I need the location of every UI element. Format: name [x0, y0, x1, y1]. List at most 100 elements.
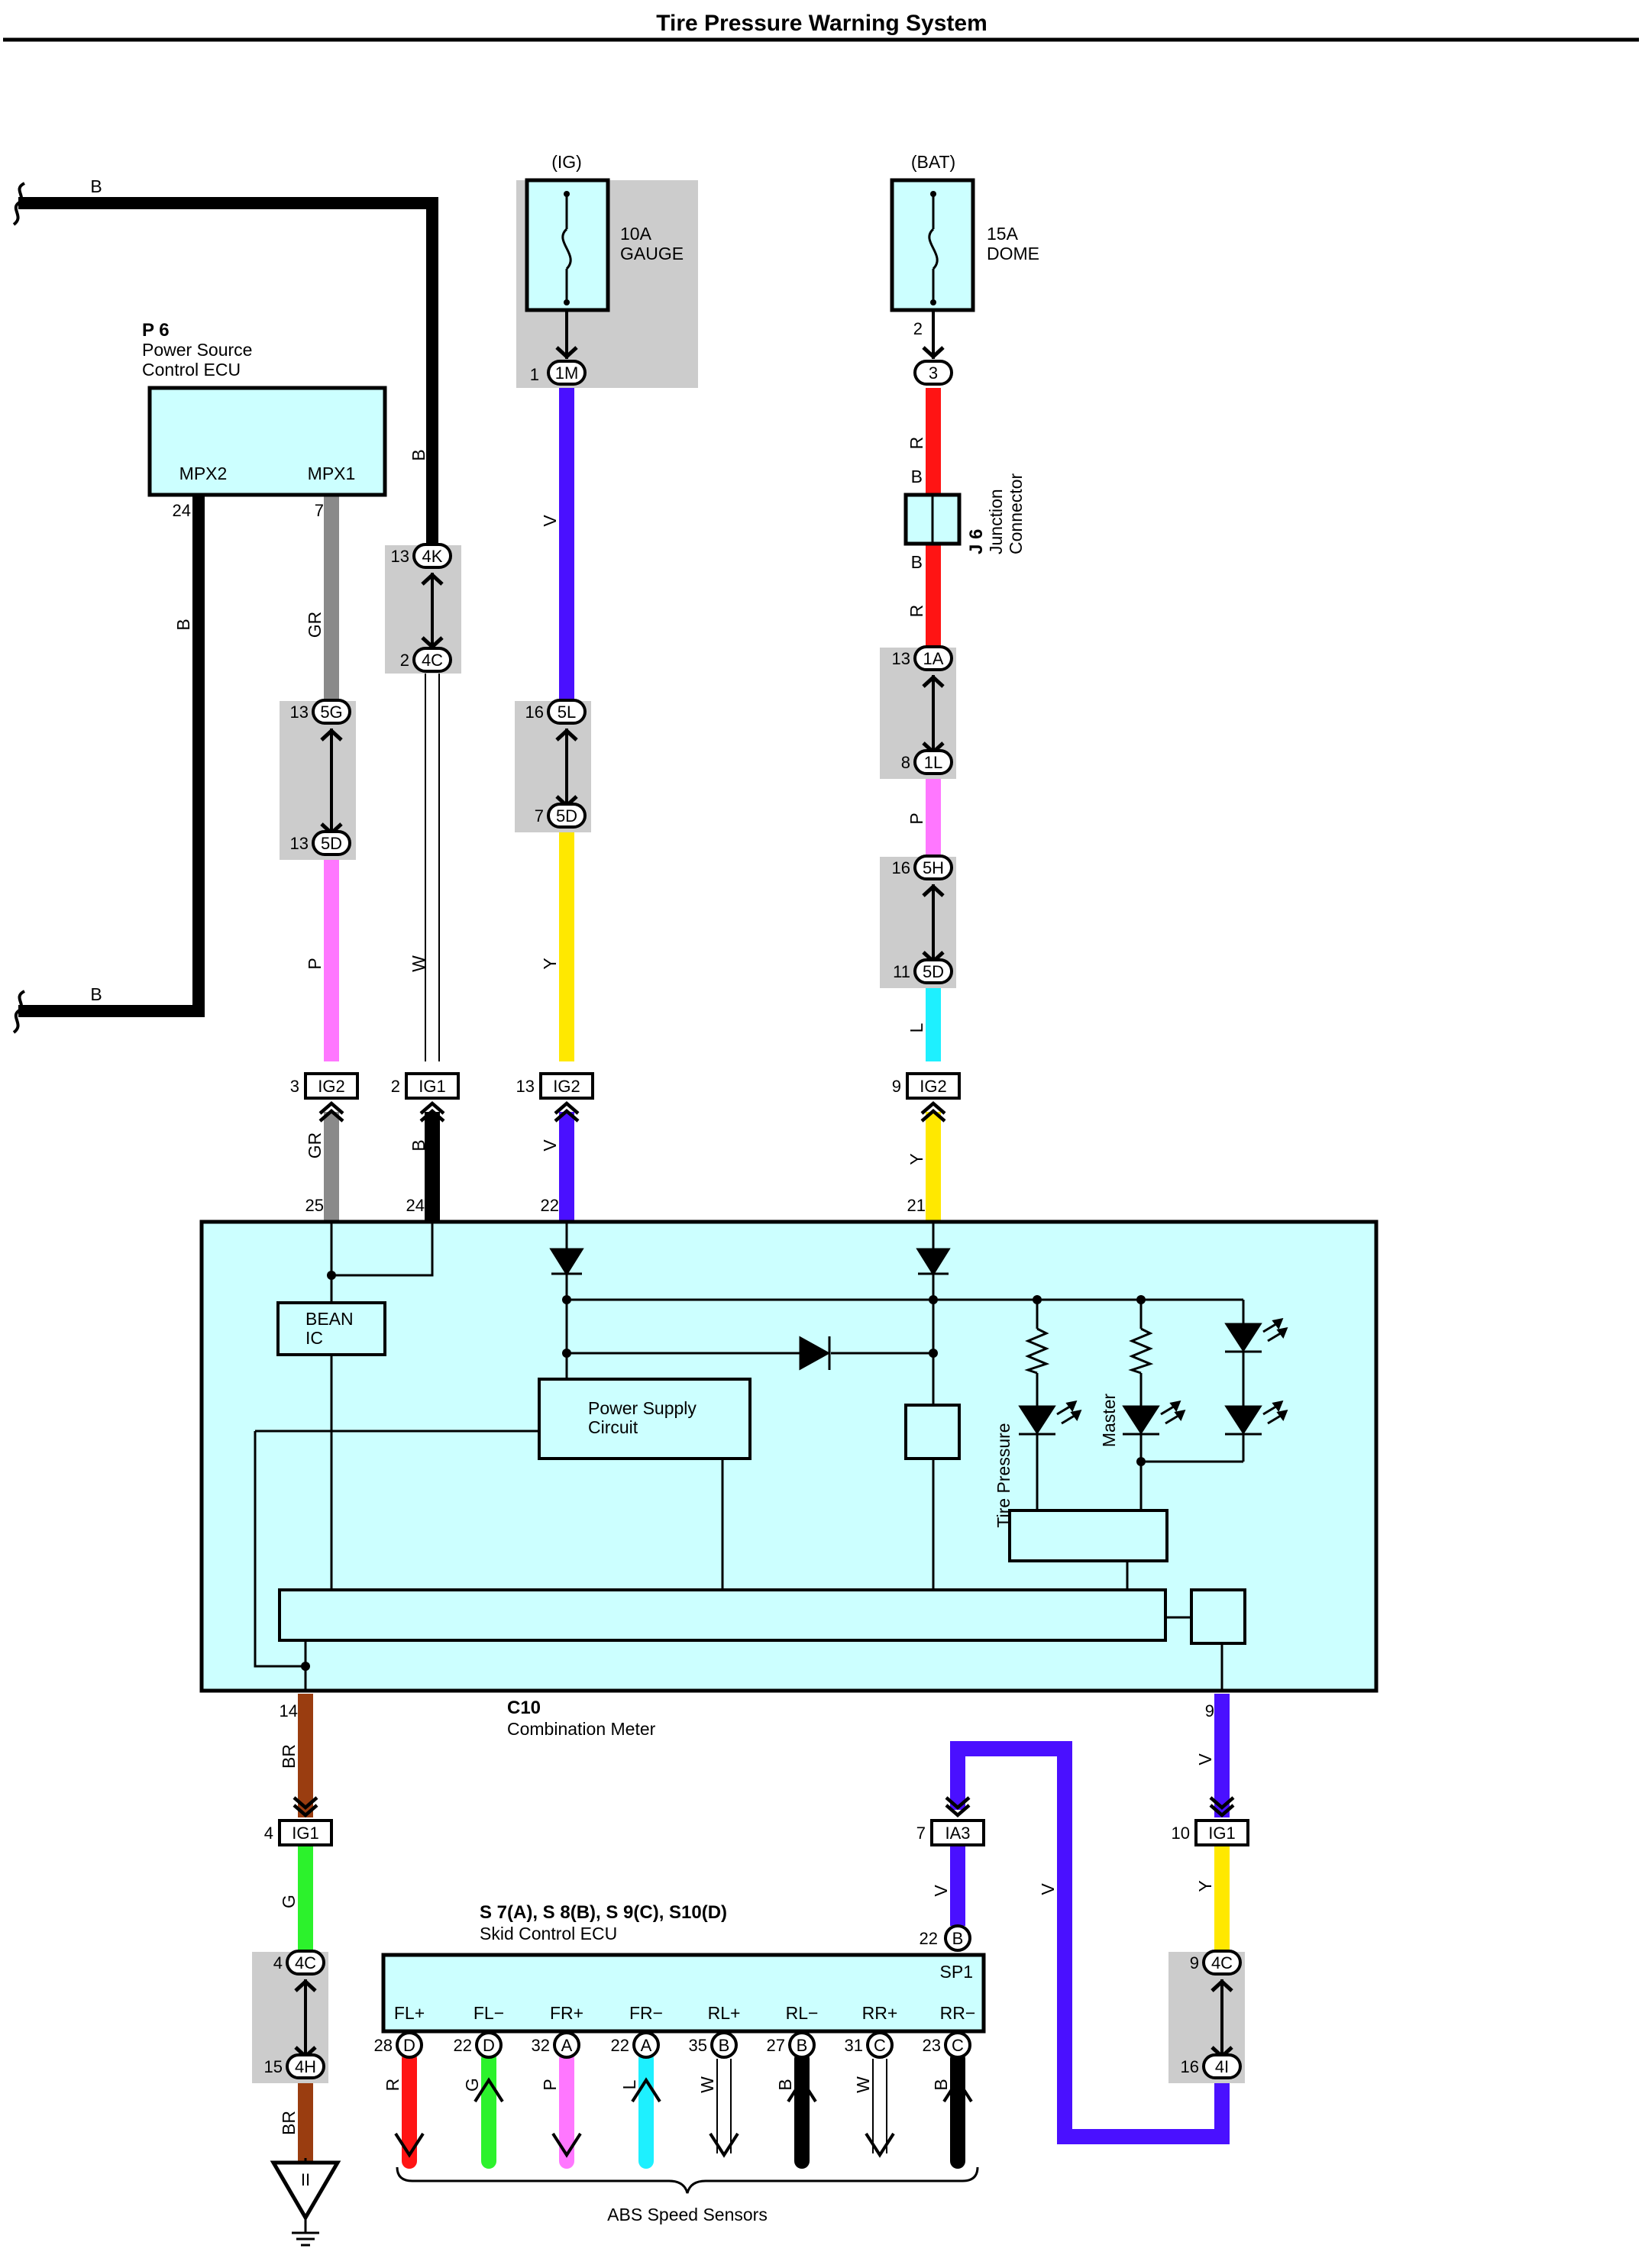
meter-name: Combination Meter	[507, 1719, 656, 1739]
inline-connector-code: IA3	[945, 1824, 970, 1843]
junction-5d-11-pin: 11	[893, 962, 910, 981]
p6-pin-mpx2: 24	[173, 501, 191, 520]
relay-block	[904, 1404, 961, 1460]
wires	[12, 182, 1230, 2163]
svg-text:GR: GR	[305, 612, 325, 638]
wire-color-label: W	[853, 2076, 873, 2093]
j6-name-line2: Connector	[1006, 473, 1026, 554]
wire-label-v-right-top: V	[1195, 1753, 1215, 1766]
meter-pin-21: 21	[907, 1196, 926, 1215]
terminal-pin: 22	[454, 2036, 472, 2055]
wire-color-label: W	[697, 2076, 717, 2093]
output-block	[1190, 1588, 1246, 1645]
svg-text:Y: Y	[540, 958, 560, 969]
inline-connector-code: IG1	[292, 1824, 318, 1843]
terminal-label: FR+	[550, 2003, 583, 2023]
svg-text:B: B	[173, 619, 193, 630]
terminal-connector: C	[874, 2036, 886, 2055]
terminal-label: RL+	[708, 2003, 741, 2023]
fuse-rating-10a: 10A	[620, 224, 652, 244]
svg-text:V: V	[540, 515, 560, 527]
junction-arrows	[296, 573, 1232, 2059]
wire-color-labels: B B B B GR P W V Y R R P L GR B V Y BR G…	[90, 176, 1215, 2135]
svg-text:1: 1	[530, 365, 539, 384]
terminal-connector: A	[561, 2036, 573, 2055]
junction-1l-8-pin: 8	[901, 753, 910, 772]
wire-color-label: P	[540, 2079, 560, 2090]
skid-sp1-connector: B	[944, 1924, 971, 1952]
wire-color-label: L	[619, 2079, 639, 2089]
wire-color-label: B	[775, 2079, 795, 2090]
ground-symbol: II	[270, 2158, 341, 2247]
junction-1a-13-pin: 13	[892, 649, 910, 668]
skid-name: Skid Control ECU	[480, 1924, 617, 1943]
inline-connector-pin: 10	[1172, 1824, 1190, 1843]
master-indicator-label: Master	[1099, 1394, 1119, 1448]
fuse-rating-15a: 15A	[987, 224, 1019, 244]
shaded-areas	[252, 180, 1245, 2083]
wire-color-label: G	[462, 2078, 482, 2092]
terminal-label: RR−	[940, 2003, 976, 2023]
ground-code: II	[301, 2170, 310, 2189]
svg-text:B: B	[90, 176, 102, 196]
svg-text:B: B	[952, 1929, 964, 1948]
skid-control-ecu: S 7(A), S 8(B), S 9(C), S10(D) Skid Cont…	[381, 1902, 986, 2034]
junction-5d-11-code: 5D	[923, 962, 944, 981]
fuse-supply-bat: (BAT)	[911, 152, 955, 172]
svg-text:W: W	[409, 955, 428, 972]
power-supply-label-1: Power Supply	[588, 1398, 697, 1418]
junction-4c-2: 4C2	[400, 647, 452, 673]
terminal-connector: C	[952, 2036, 964, 2055]
p6-pin-mpx1: 7	[315, 501, 324, 520]
terminal-label: FR−	[629, 2003, 663, 2023]
abs-speed-sensors-label: ABS Speed Sensors	[607, 2205, 768, 2224]
meter-pin-14: 14	[280, 1701, 298, 1720]
svg-text:B: B	[90, 984, 102, 1004]
power-supply-label-2: Circuit	[588, 1417, 638, 1437]
meter-pin-22: 22	[541, 1196, 559, 1215]
inline-connector-pin: 13	[516, 1077, 535, 1096]
svg-text:B: B	[409, 449, 428, 460]
main-cpu-block	[278, 1588, 1167, 1642]
junction-4h-15-code: 4H	[295, 2057, 316, 2076]
p6-mpx2-label: MPX2	[179, 464, 228, 483]
svg-text:V: V	[540, 1139, 560, 1152]
inline-connector-code: IG1	[419, 1077, 445, 1096]
terminal-label: RR+	[862, 2003, 898, 2023]
fuse-output-connector-1: 1M	[547, 360, 587, 386]
combination-meter: 25 24 22 21 14 9 C10 Combination Meter	[199, 1196, 1379, 1739]
junction-4c-9: 4C9	[1190, 1950, 1242, 1976]
junction-5g-13-code: 5G	[320, 703, 342, 722]
page-title: Tire Pressure Warning System	[656, 11, 987, 36]
junction-4h-15-pin: 15	[264, 2057, 283, 2076]
inline-connector-pin: 9	[892, 1077, 901, 1096]
junction-5d-11: 5D 11	[893, 958, 953, 984]
meter-pin-9: 9	[1205, 1701, 1214, 1720]
svg-text:B: B	[409, 1139, 428, 1151]
terminal-pin: 31	[845, 2036, 863, 2055]
fuse-output-connector-1-code: 1M	[555, 363, 579, 383]
inline-connector-code: IG2	[920, 1077, 946, 1096]
svg-text:B: B	[911, 467, 923, 486]
meter-pin-24: 24	[406, 1196, 425, 1215]
junction-1l-8: 1L8	[901, 749, 953, 775]
junction-5d-7: 5D7	[535, 803, 587, 829]
inline-connector-code: IG1	[1208, 1824, 1235, 1843]
inline-connector-pin: 3	[290, 1077, 299, 1096]
fuse-output-connector-2-code: 3	[929, 363, 938, 383]
terminal-label: RL−	[786, 2003, 819, 2023]
junction-4k-13-code: 4K	[422, 547, 443, 566]
junction-4c-2-code: 4C	[422, 651, 443, 670]
